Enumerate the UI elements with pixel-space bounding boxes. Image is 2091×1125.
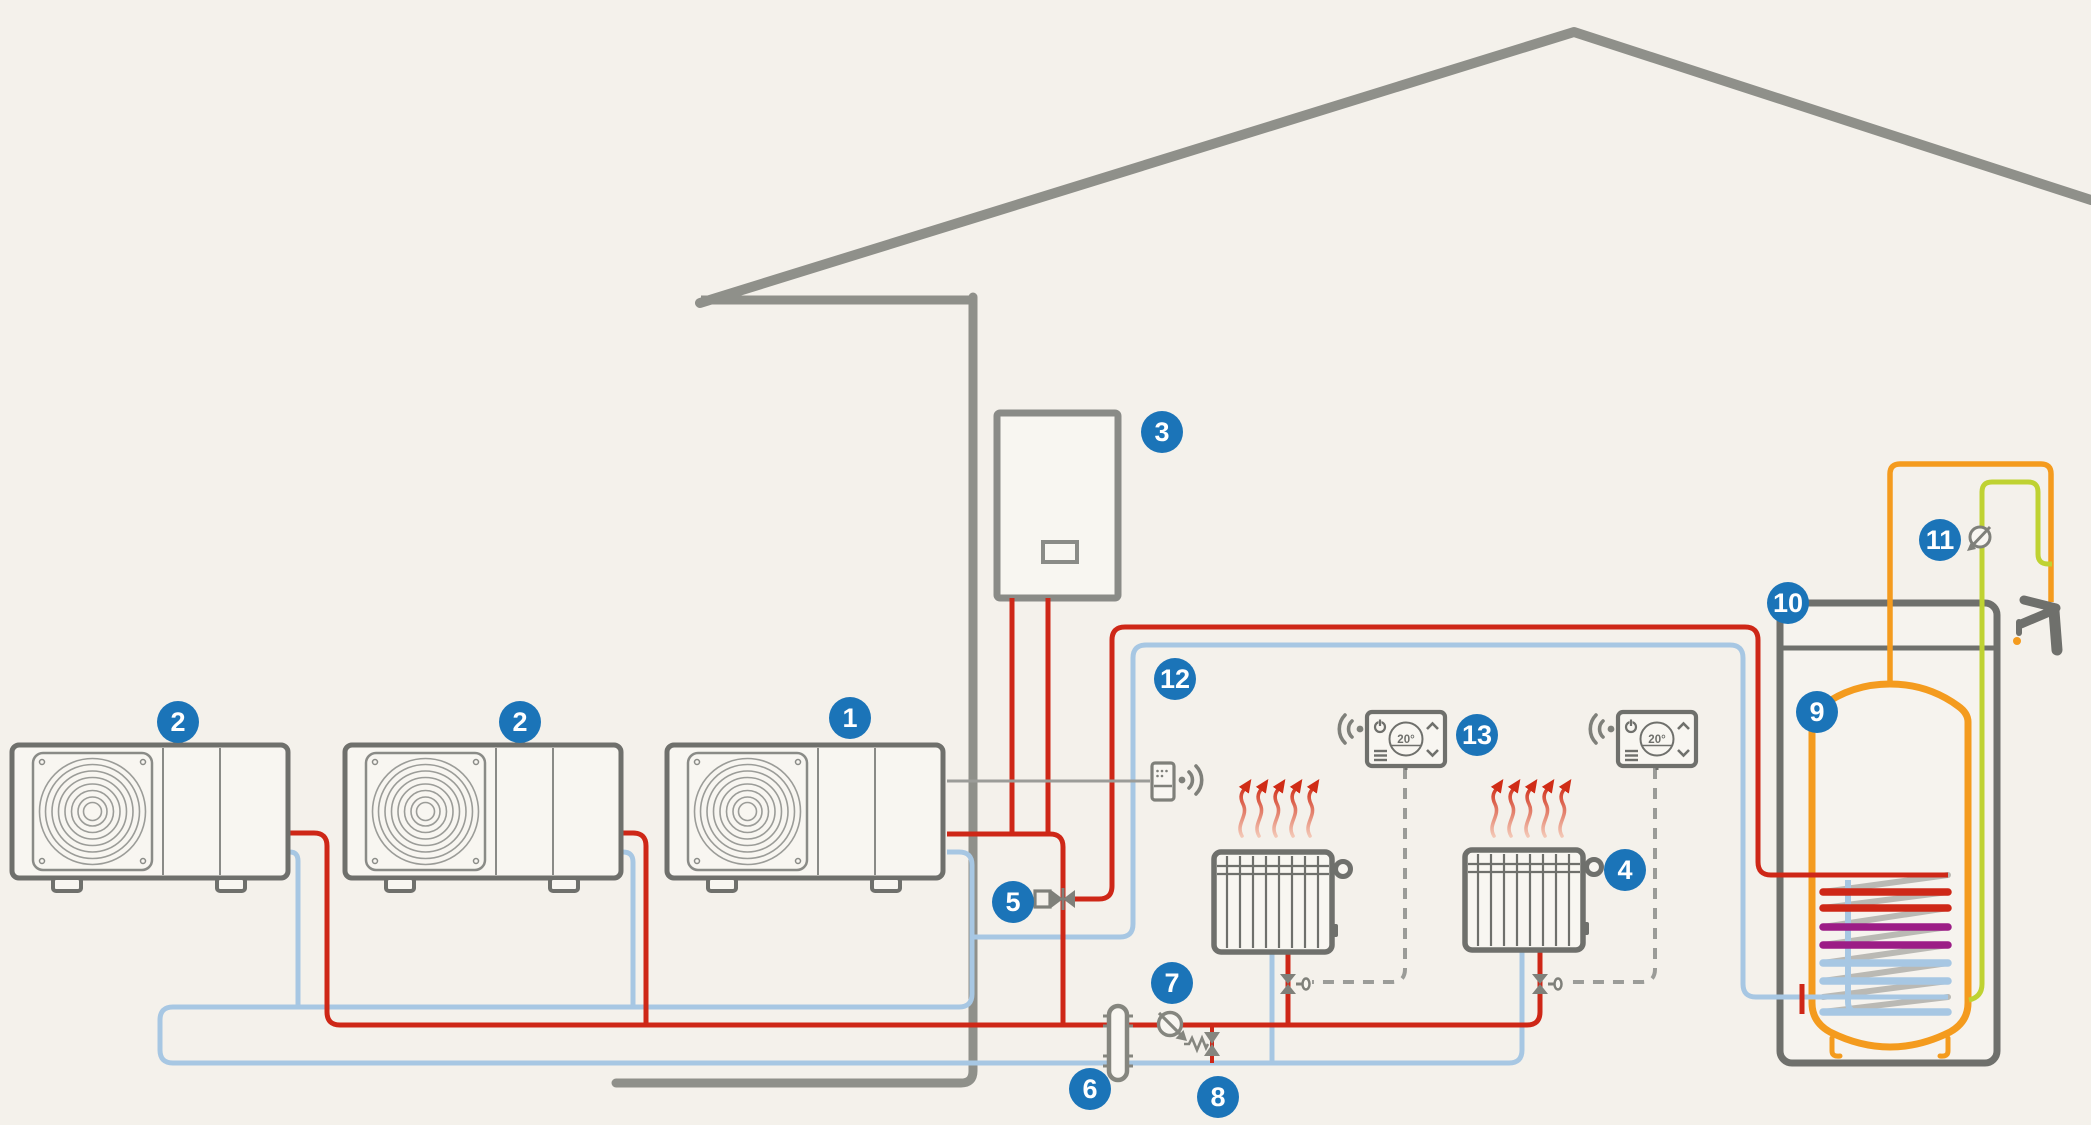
badge-10: 10: [1767, 582, 1809, 624]
heat-pump-outdoor-unit-main: [667, 745, 943, 891]
three-way-valve-icon: [1033, 888, 1075, 910]
pump-icon: [1156, 1010, 1187, 1041]
pipe-flow-to-cylinder: [1073, 624, 1948, 902]
svg-text:13: 13: [1462, 720, 1492, 750]
pipe-return-main-loop: [157, 849, 1525, 1066]
svg-text:5: 5: [1005, 887, 1020, 917]
badge-9: 9: [1796, 691, 1838, 733]
low-loss-header-icon: [1103, 1003, 1133, 1083]
heat-pump-outdoor-unit-middle: [345, 745, 621, 891]
badge-2-left: 2: [157, 701, 199, 743]
svg-text:4: 4: [1617, 855, 1632, 885]
badge-13: 13: [1456, 714, 1498, 756]
room-thermostat-1: [1367, 712, 1445, 770]
pipe-flow-trunk: [288, 830, 1543, 1028]
svg-text:7: 7: [1164, 968, 1179, 998]
gateway: [1150, 761, 1204, 802]
badge-1: 1: [829, 697, 871, 739]
svg-text:6: 6: [1082, 1074, 1097, 1104]
badge-5: 5: [992, 881, 1034, 923]
svg-text:2: 2: [170, 707, 185, 737]
svg-text:11: 11: [1926, 525, 1955, 555]
badge-8: 8: [1197, 1076, 1239, 1118]
svg-text:9: 9: [1809, 697, 1824, 727]
badge-4: 4: [1604, 849, 1646, 891]
heat-pump-outdoor-unit-left: [12, 745, 288, 891]
badge-12: 12: [1154, 658, 1196, 700]
badge-3: 3: [1141, 411, 1183, 453]
badge-11: 11: [1919, 519, 1961, 561]
thermostat-2-link: [1564, 768, 1657, 984]
svg-text:3: 3: [1154, 417, 1169, 447]
pipe-flow-hp-middle: [621, 830, 649, 1025]
badges: 2 2 1 3 4 5 6 7 8 9 10 11 12 13: [157, 411, 1961, 1118]
vessel-foot-right: [1937, 1035, 1951, 1059]
svg-text:10: 10: [1773, 588, 1803, 618]
wifi-icon: [1178, 764, 1204, 796]
interior-wall: [611, 292, 978, 1088]
badge-7: 7: [1151, 962, 1193, 1004]
roof-line: [695, 27, 2091, 308]
svg-text:8: 8: [1210, 1082, 1225, 1112]
boiler: [993, 409, 1122, 602]
svg-text:2: 2: [512, 707, 527, 737]
pipe-return-to-cylinder: [972, 642, 1948, 1000]
inner-vessel: [1808, 680, 1972, 1051]
pipe-dhw-hot: [1887, 461, 2054, 684]
coil-icon: [1819, 872, 1952, 1016]
badge-2-middle: 2: [499, 701, 541, 743]
pipe-mains-cold: [1968, 479, 2052, 1003]
drip-icon: [2013, 637, 2021, 645]
badge-6: 6: [1069, 1068, 1111, 1110]
check-valve-icon: [1967, 525, 1992, 551]
bypass-valve-icon: [1184, 1032, 1220, 1056]
thermostat-1-link: [1312, 768, 1407, 984]
faucet-icon: [2016, 595, 2063, 656]
boiler-display: [1041, 540, 1079, 564]
house-outline: [611, 27, 2091, 1088]
pipework: [157, 461, 2054, 1066]
room-thermostat-2: [1618, 712, 1696, 770]
radiator-2: [1465, 850, 1602, 950]
svg-text:12: 12: [1160, 664, 1190, 694]
svg-text:1: 1: [842, 703, 857, 733]
vessel-foot-left: [1829, 1035, 1843, 1059]
radiator-1: [1214, 852, 1351, 952]
control-lines: [1312, 768, 1657, 984]
